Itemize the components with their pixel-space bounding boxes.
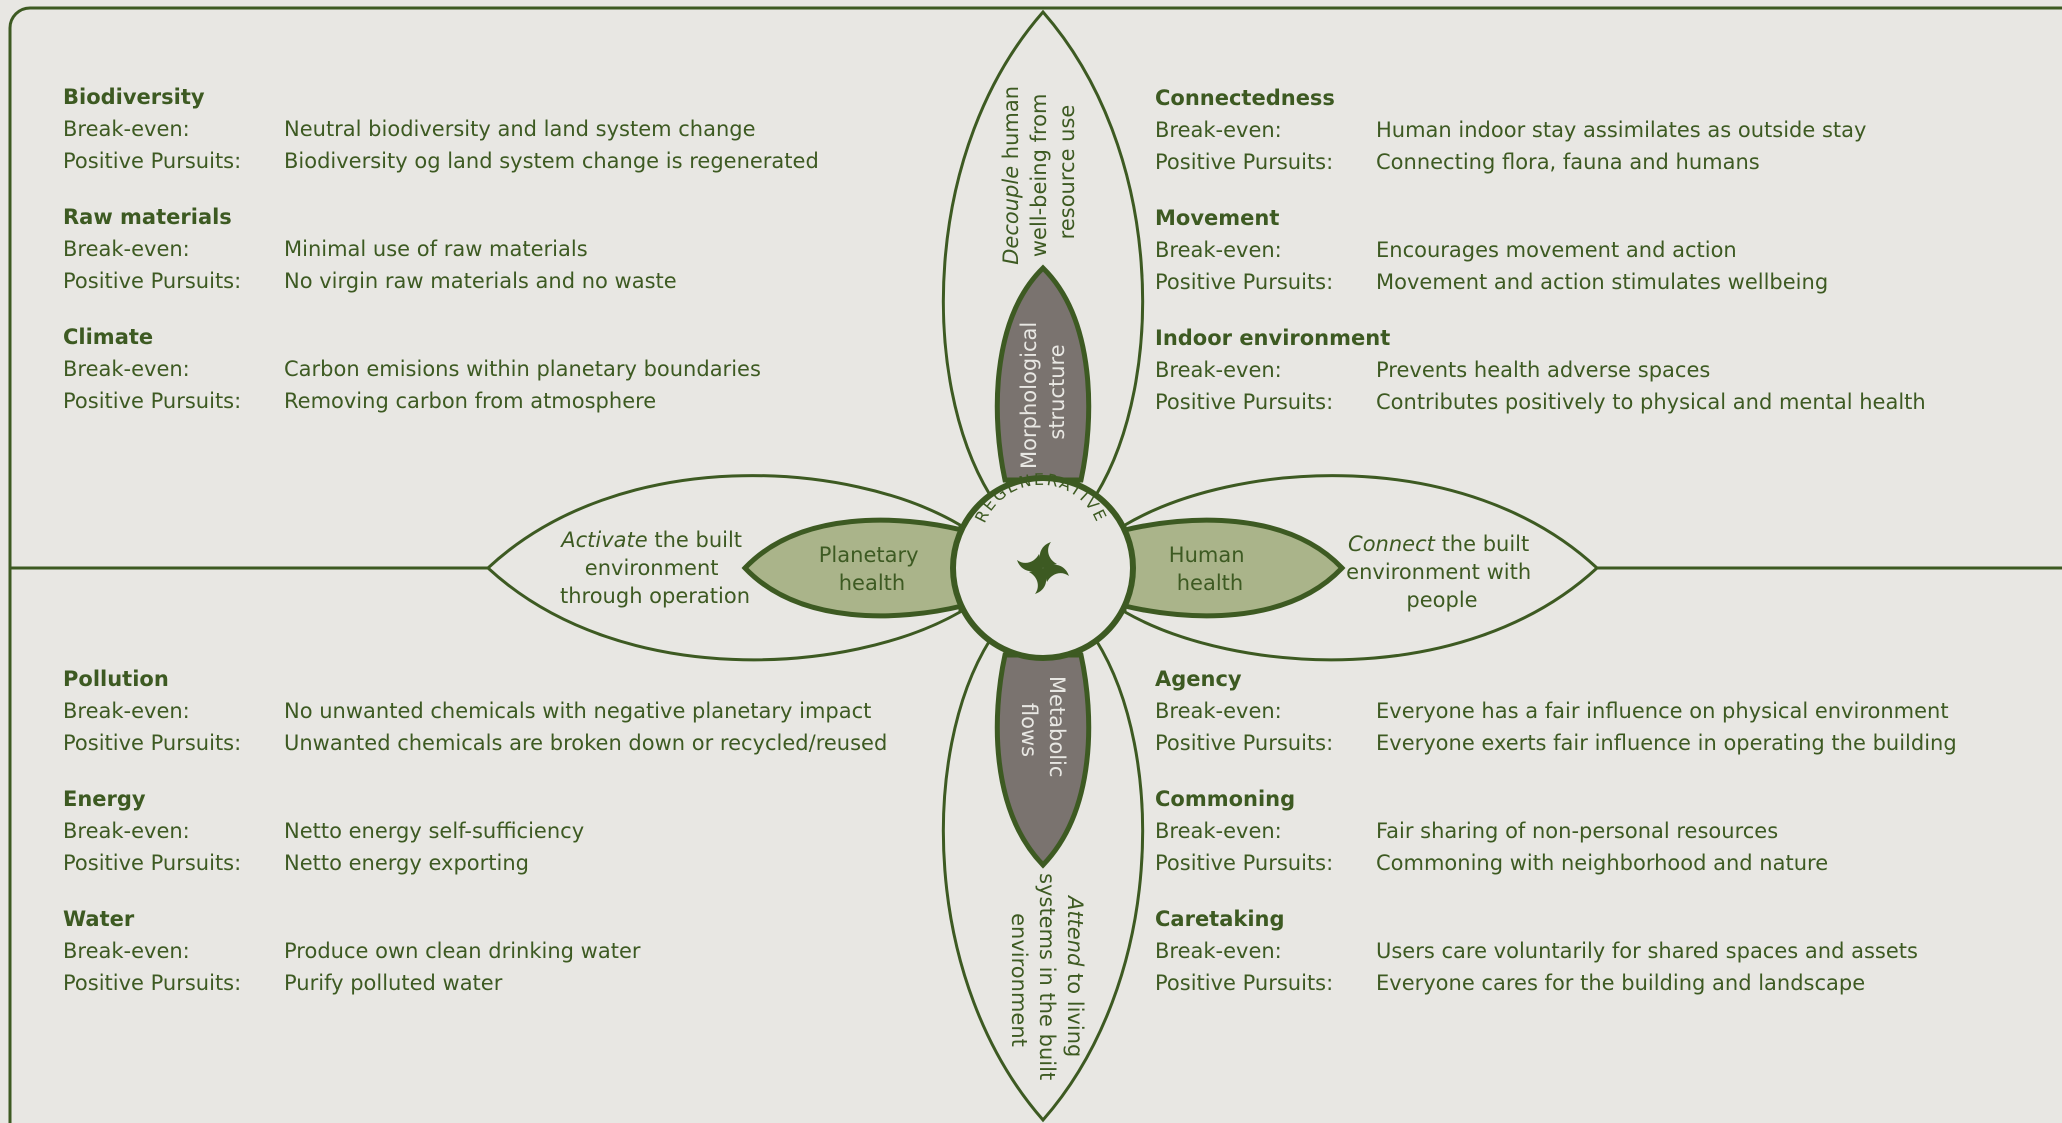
category-raw-materials: Raw materials Break-even: Minimal use of … bbox=[63, 201, 819, 297]
positive-label: Positive Pursuits: bbox=[63, 269, 242, 293]
breakeven-text: Encourages movement and action bbox=[1376, 238, 1737, 262]
category-title: Water bbox=[63, 907, 135, 931]
category-title: Energy bbox=[63, 787, 146, 811]
petal-top-outer-text: Decouple human well-being from resource … bbox=[999, 79, 1079, 265]
category-commoning: Commoning Break-even: Fair sharing of non… bbox=[1155, 783, 1957, 879]
positive-label: Positive Pursuits: bbox=[1155, 971, 1334, 995]
breakeven-label: Break-even: bbox=[63, 357, 190, 381]
category-title: Biodiversity bbox=[63, 85, 205, 109]
breakeven-label: Break-even: bbox=[1155, 358, 1282, 382]
breakeven-label: Break-even: bbox=[1155, 118, 1282, 142]
category-movement: Movement Break-even: Encourages movement … bbox=[1155, 202, 1926, 298]
category-title: Indoor environment bbox=[1155, 326, 1391, 350]
category-title: Caretaking bbox=[1155, 907, 1285, 931]
breakeven-text: Prevents health adverse spaces bbox=[1376, 358, 1711, 382]
breakeven-label: Break-even: bbox=[63, 939, 190, 963]
category-title: Agency bbox=[1155, 667, 1242, 691]
category-indoor-environment: Indoor environment Break-even: Prevents h… bbox=[1155, 322, 1926, 418]
breakeven-label: Break-even: bbox=[63, 117, 190, 141]
breakeven-label: Break-even: bbox=[1155, 238, 1282, 262]
category-title: Pollution bbox=[63, 667, 169, 691]
breakeven-label: Break-even: bbox=[1155, 699, 1282, 723]
positive-text: Commoning with neighborhood and nature bbox=[1376, 851, 1829, 875]
breakeven-label: Break-even: bbox=[1155, 819, 1282, 843]
positive-text: Movement and action stimulates wellbeing bbox=[1376, 270, 1829, 294]
breakeven-text: Minimal use of raw materials bbox=[284, 237, 588, 261]
positive-text: Biodiversity og land system change is re… bbox=[284, 149, 819, 173]
positive-label: Positive Pursuits: bbox=[63, 389, 242, 413]
breakeven-label: Break-even: bbox=[1155, 939, 1282, 963]
quadrant-top-right: Connectedness Break-even: Human indoor st… bbox=[1155, 82, 1926, 442]
category-biodiversity: Biodiversity Break-even: Neutral biodiver… bbox=[63, 81, 819, 177]
positive-label: Positive Pursuits: bbox=[1155, 150, 1334, 174]
category-water: Water Break-even: Produce own clean drink… bbox=[63, 903, 887, 999]
breakeven-text: No unwanted chemicals with negative plan… bbox=[284, 699, 872, 723]
positive-label: Positive Pursuits: bbox=[1155, 390, 1334, 414]
breakeven-text: Human indoor stay assimilates as outside… bbox=[1376, 118, 1867, 142]
positive-label: Positive Pursuits: bbox=[1155, 731, 1334, 755]
quadrant-bottom-left: Pollution Break-even: No unwanted chemica… bbox=[63, 663, 887, 1023]
positive-text: Netto energy exporting bbox=[284, 851, 529, 875]
outer-frame bbox=[8, 6, 2062, 1123]
category-title: Commoning bbox=[1155, 787, 1296, 811]
positive-label: Positive Pursuits: bbox=[1155, 270, 1334, 294]
petal-left-inner-text: Planetary health bbox=[819, 543, 925, 595]
swirl-logo-icon bbox=[1017, 542, 1069, 594]
category-title: Climate bbox=[63, 325, 154, 349]
petal-top-inner-text: Morphological structure bbox=[1017, 315, 1069, 469]
petal-left-outer-text: Activate the built environment through o… bbox=[559, 528, 750, 608]
positive-label: Positive Pursuits: bbox=[63, 851, 242, 875]
category-climate: Climate Break-even: Carbon emisions withi… bbox=[63, 321, 819, 417]
quadrant-bottom-right: Agency Break-even: Everyone has a fair in… bbox=[1155, 663, 1957, 1023]
category-pollution: Pollution Break-even: No unwanted chemica… bbox=[63, 663, 887, 759]
petal-right-inner-text: Human health bbox=[1169, 543, 1251, 595]
petal-bottom-inner-text: Metabolic flows bbox=[1017, 676, 1069, 784]
breakeven-text: Carbon emisions within planetary boundar… bbox=[284, 357, 761, 381]
breakeven-text: Produce own clean drinking water bbox=[284, 939, 641, 963]
positive-text: Unwanted chemicals are broken down or re… bbox=[284, 731, 888, 755]
category-connectedness: Connectedness Break-even: Human indoor st… bbox=[1155, 82, 1926, 178]
breakeven-text: Neutral biodiversity and land system cha… bbox=[284, 117, 756, 141]
breakeven-text: Fair sharing of non-personal resources bbox=[1376, 819, 1779, 843]
positive-label: Positive Pursuits: bbox=[63, 971, 242, 995]
category-caretaking: Caretaking Break-even: Users care volunta… bbox=[1155, 903, 1957, 999]
positive-label: Positive Pursuits: bbox=[63, 731, 242, 755]
breakeven-text: Netto energy self-sufficiency bbox=[284, 819, 585, 843]
positive-text: Removing carbon from atmosphere bbox=[284, 389, 657, 413]
category-title: Raw materials bbox=[63, 205, 232, 229]
positive-text: No virgin raw materials and no waste bbox=[284, 269, 677, 293]
positive-text: Connecting flora, fauna and humans bbox=[1376, 150, 1760, 174]
positive-text: Purify polluted water bbox=[284, 971, 503, 995]
quadrant-top-left: Biodiversity Break-even: Neutral biodiver… bbox=[63, 81, 819, 441]
category-title: Movement bbox=[1155, 206, 1280, 230]
positive-text: Everyone cares for the building and land… bbox=[1376, 971, 1866, 995]
petal-right-outer-text: Connect the built environment with peopl… bbox=[1346, 532, 1538, 612]
breakeven-label: Break-even: bbox=[63, 237, 190, 261]
petal-bottom-outer-text: Attend to living systems in the built en… bbox=[1007, 873, 1087, 1087]
positive-text: Contributes positively to physical and m… bbox=[1376, 390, 1926, 414]
positive-text: Everyone exerts fair influence in operat… bbox=[1376, 731, 1957, 755]
positive-label: Positive Pursuits: bbox=[1155, 851, 1334, 875]
breakeven-text: Everyone has a fair influence on physica… bbox=[1376, 699, 1949, 723]
breakeven-label: Break-even: bbox=[63, 699, 190, 723]
category-agency: Agency Break-even: Everyone has a fair in… bbox=[1155, 663, 1957, 759]
breakeven-label: Break-even: bbox=[63, 819, 190, 843]
category-title: Connectedness bbox=[1155, 86, 1335, 110]
category-energy: Energy Break-even: Netto energy self-suff… bbox=[63, 783, 887, 879]
positive-label: Positive Pursuits: bbox=[63, 149, 242, 173]
breakeven-text: Users care voluntarily for shared spaces… bbox=[1376, 939, 1918, 963]
